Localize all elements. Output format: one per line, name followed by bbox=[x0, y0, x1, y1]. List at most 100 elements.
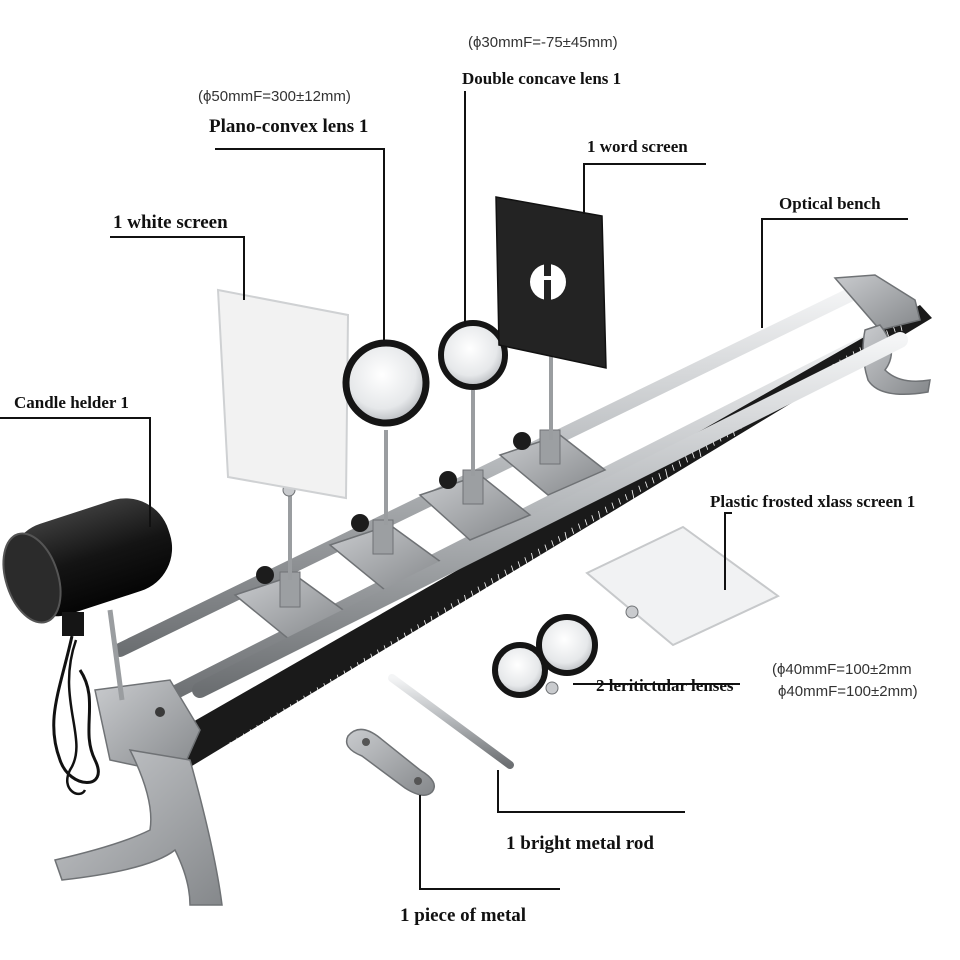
ruler-number: 70 bbox=[697, 461, 707, 471]
ruler-tick bbox=[410, 628, 414, 635]
ruler-number: 25 bbox=[396, 650, 406, 660]
frosted-screen-label: Plastic frosted xlass screen 1 bbox=[710, 492, 916, 511]
ruler-number: 23 bbox=[382, 659, 392, 669]
ruler-number: 1 bbox=[235, 751, 243, 758]
ruler-tick bbox=[343, 670, 347, 677]
ruler-tick bbox=[323, 683, 327, 690]
ruler-tick bbox=[296, 699, 300, 710]
ruler-number: 45 bbox=[530, 566, 540, 576]
ruler-tick bbox=[886, 330, 889, 337]
ruler-tick bbox=[631, 489, 635, 500]
ruler-tick bbox=[578, 523, 581, 530]
ruler-tick bbox=[370, 653, 374, 660]
ruler-number: 36 bbox=[470, 604, 480, 614]
word-screen-label: 1 word screen bbox=[587, 137, 688, 156]
ruler-tick bbox=[243, 733, 246, 740]
ruler-number: 84 bbox=[791, 403, 801, 413]
ruler-tick bbox=[591, 515, 595, 522]
ruler-tick bbox=[691, 452, 695, 459]
ruler-tick bbox=[236, 737, 240, 744]
ruler-tick bbox=[698, 447, 702, 458]
ruler-number: 66 bbox=[671, 478, 681, 488]
ruler-number: 48 bbox=[550, 554, 560, 564]
left-stand bbox=[54, 679, 223, 906]
ruler-tick bbox=[276, 712, 280, 719]
ruler-tick bbox=[524, 557, 528, 564]
ruler-number: 35 bbox=[463, 608, 473, 618]
ruler-number: 8 bbox=[282, 722, 290, 729]
ruler-tick bbox=[517, 561, 521, 568]
ruler-number: 82 bbox=[778, 411, 788, 421]
ruler-tick bbox=[685, 456, 688, 463]
ruler-tick bbox=[551, 540, 554, 547]
ruler-number: 32 bbox=[443, 621, 453, 631]
ruler-number: 76 bbox=[738, 436, 748, 446]
ruler-number: 89 bbox=[825, 382, 835, 392]
metal-rod bbox=[388, 674, 514, 769]
ruler-number: 10 bbox=[295, 713, 305, 723]
ruler-number: 24 bbox=[389, 655, 399, 665]
ruler-number: 54 bbox=[590, 529, 600, 539]
ruler-tick bbox=[671, 464, 675, 471]
ruler-number: 47 bbox=[543, 558, 553, 568]
double-concave-spec: (ϕ30mmF=-75±45mm) bbox=[468, 34, 618, 51]
ruler-number: 64 bbox=[657, 487, 667, 497]
ruler-number: 33 bbox=[449, 617, 459, 627]
ruler-number: 43 bbox=[516, 575, 526, 585]
ruler-number: 74 bbox=[724, 445, 734, 455]
ruler-tick bbox=[544, 544, 548, 551]
ruler-tick bbox=[571, 527, 575, 534]
metal-piece bbox=[345, 728, 435, 796]
ruler-number: 88 bbox=[818, 386, 828, 396]
ruler-number: 4 bbox=[255, 739, 263, 746]
ruler-number: 15 bbox=[329, 692, 339, 702]
ruler-number: 56 bbox=[604, 520, 614, 530]
ruler-tick bbox=[598, 510, 601, 521]
ruler-tick bbox=[437, 611, 441, 618]
ruler-number: 91 bbox=[838, 373, 848, 383]
frosted-glass-screen bbox=[585, 525, 780, 647]
ruler-tick bbox=[430, 615, 434, 626]
ruler-tick bbox=[356, 662, 360, 669]
word-screen bbox=[495, 196, 607, 440]
ruler-tick bbox=[651, 477, 655, 484]
ruler-tick bbox=[350, 666, 353, 673]
ruler-number: 60 bbox=[630, 503, 640, 513]
ruler-number: 69 bbox=[691, 466, 701, 476]
ruler-tick bbox=[289, 704, 293, 711]
ruler-tick bbox=[624, 494, 628, 501]
ruler-number: 49 bbox=[557, 550, 567, 560]
ruler-number: 30 bbox=[429, 629, 439, 639]
ruler-number: 39 bbox=[490, 592, 500, 602]
ruler-tick bbox=[584, 519, 588, 526]
ruler-number: 9 bbox=[289, 718, 297, 725]
candle-holder-label: Candle helder 1 bbox=[14, 393, 129, 412]
ruler-tick bbox=[390, 641, 394, 648]
ruler-tick bbox=[504, 569, 508, 576]
ruler-tick bbox=[464, 594, 467, 605]
ruler-tick bbox=[618, 498, 621, 505]
ruler-tick bbox=[377, 649, 380, 656]
ruler-tick bbox=[423, 620, 427, 627]
ruler-number: 29 bbox=[423, 634, 433, 644]
ruler-number: 34 bbox=[456, 613, 466, 623]
ruler-number: 20 bbox=[362, 671, 372, 681]
lenses-label: 2 leritictular lenses bbox=[596, 676, 734, 695]
ruler-number: 14 bbox=[322, 697, 332, 707]
ruler-tick bbox=[497, 573, 501, 584]
ruler-number: 77 bbox=[744, 432, 754, 442]
ruler-tick bbox=[537, 548, 541, 555]
ruler-number: 62 bbox=[644, 495, 654, 505]
ruler-number: 51 bbox=[570, 541, 580, 551]
ruler-tick bbox=[397, 636, 400, 647]
ruler-tick bbox=[665, 468, 668, 479]
ruler-number: 72 bbox=[711, 453, 721, 463]
lenses-spec-1: (ϕ40mmF=100±2mm bbox=[772, 661, 912, 678]
ruler-tick bbox=[564, 531, 568, 542]
front-rail bbox=[192, 332, 908, 698]
ruler-number: 19 bbox=[356, 676, 366, 686]
ruler-number: 81 bbox=[771, 415, 781, 425]
ruler-number: 5 bbox=[262, 734, 270, 741]
ruler-number: 6 bbox=[269, 730, 277, 737]
